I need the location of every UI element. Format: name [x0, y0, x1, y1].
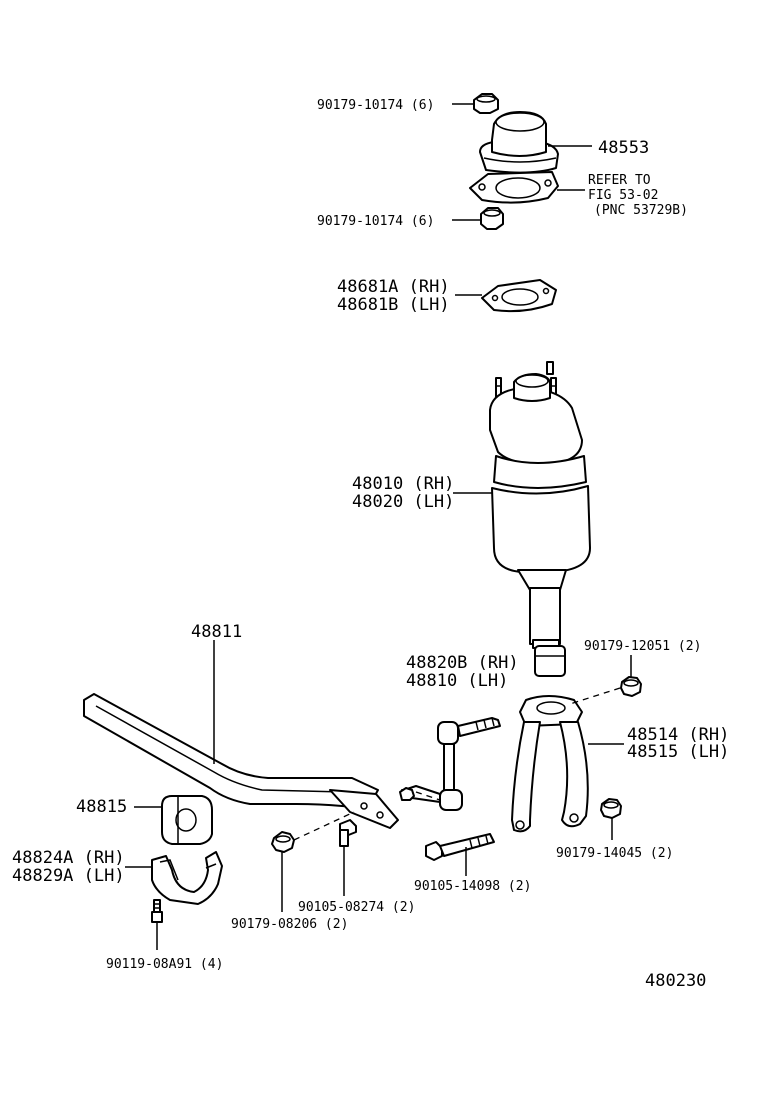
upper-mount-cover — [479, 111, 559, 174]
air-strut — [489, 361, 591, 677]
bar-bolt — [339, 819, 357, 847]
label-bracket-lh: 48829A (LH) — [12, 866, 125, 886]
label-fork-rh: 48514 (RH) — [627, 725, 729, 745]
label-nut-fork-lower: 90179-14045 (2) — [556, 846, 673, 861]
label-link-lh: 48810 (LH) — [406, 671, 508, 691]
label-fork-lh: 48515 (LH) — [627, 742, 729, 762]
strut-gasket — [481, 279, 557, 313]
label-link-rh: 48820B (RH) — [406, 653, 519, 673]
label-strut-rh: 48010 (RH) — [352, 474, 454, 494]
label-strut-lh: 48020 (LH) — [352, 492, 454, 512]
label-bracket-rh: 48824A (RH) — [12, 848, 125, 868]
top-nut-upper — [473, 93, 499, 114]
label-nut-fork: 90179-12051 (2) — [584, 639, 701, 654]
label-gasket-rh: 48681A (RH) — [337, 277, 450, 297]
stabilizer-bushing — [161, 795, 213, 845]
fork-nut-upper — [620, 676, 642, 697]
label-nut-top-1: 90179-10174 (6) — [317, 98, 434, 113]
label-refer-2: FIG 53-02 — [588, 188, 658, 203]
label-bushing: 48815 — [76, 797, 127, 817]
stabilizer-link — [401, 717, 501, 811]
label-mount-cover: 48553 — [598, 138, 649, 158]
label-nut-bar: 90179-08206 (2) — [231, 917, 348, 932]
upper-plate — [469, 171, 559, 204]
fork-bolt — [425, 833, 495, 861]
stabilizer-bar — [83, 693, 399, 829]
label-nut-top-2: 90179-10174 (6) — [317, 214, 434, 229]
fork-nut-lower — [600, 798, 622, 819]
label-refer-3: (PNC 53729B) — [594, 203, 688, 218]
bar-nut — [271, 831, 295, 853]
label-gasket-lh: 48681B (LH) — [337, 295, 450, 315]
bracket-bolt — [151, 899, 163, 923]
diagram-number: 480230 — [645, 971, 706, 991]
label-bolt-bar: 90105-08274 (2) — [298, 900, 415, 915]
strut-fork — [511, 695, 589, 833]
top-nut-lower — [480, 207, 504, 230]
link-stud-nut — [399, 787, 415, 801]
stabilizer-bracket — [151, 851, 223, 905]
label-stab-bar: 48811 — [191, 622, 242, 642]
label-bolt-bracket: 90119-08A91 (4) — [106, 957, 223, 972]
label-refer-1: REFER TO — [588, 173, 651, 188]
label-bolt-fork: 90105-14098 (2) — [414, 879, 531, 894]
